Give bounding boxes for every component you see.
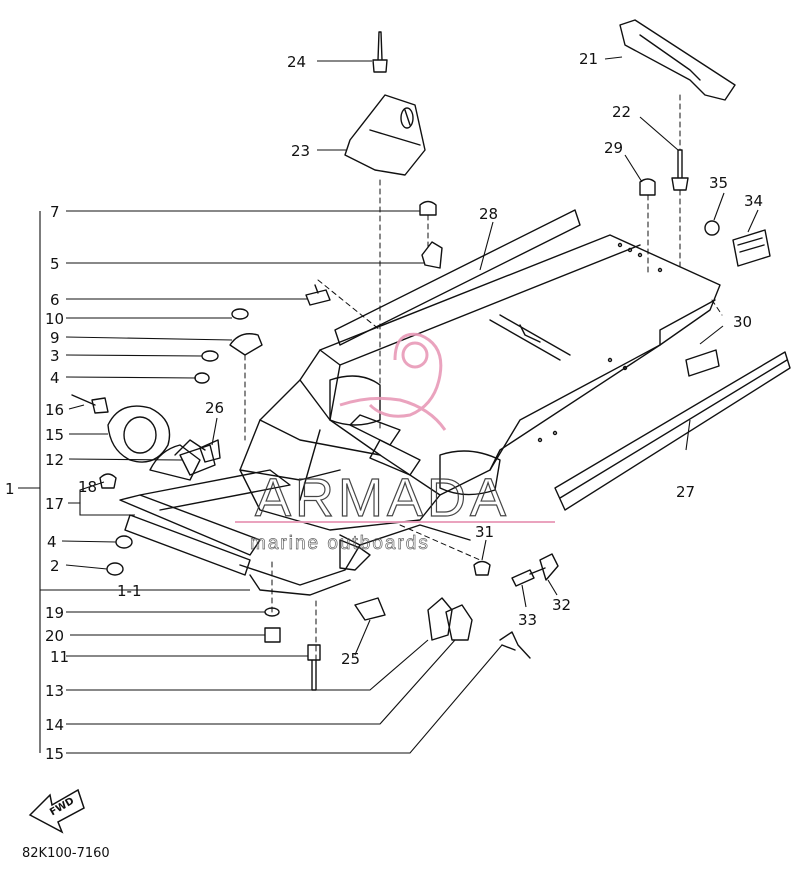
shaft-16-drawing (71, 394, 109, 414)
part-label-30: 30 (733, 313, 752, 331)
collar-4b-drawing (115, 535, 133, 549)
part-label-20: 20 (45, 627, 64, 645)
fwd-arrow-icon: FWD (28, 788, 85, 834)
mount-8-drawing (229, 333, 263, 356)
bolt-9-drawing (307, 644, 321, 691)
leader-lines (18, 56, 759, 754)
rivet-24-drawing (372, 31, 388, 73)
bracket-26-drawing (199, 439, 221, 463)
part-label-27: 27 (676, 483, 695, 501)
chassis-tunnel-drawing (239, 234, 721, 531)
part-label-35: 35 (709, 174, 728, 192)
reflector-34-drawing (732, 229, 771, 267)
bracket-5-drawing (421, 241, 443, 269)
bracket-21-drawing (619, 19, 736, 101)
front-frame-drawing (119, 439, 471, 596)
plate-14-drawing (445, 604, 473, 641)
part-label-10: 10 (45, 310, 64, 328)
part-label-4: 4 (50, 369, 60, 387)
watermark-brand: ARMADA (255, 468, 510, 528)
part-label-1: 1 (5, 480, 15, 498)
bracket-23-drawing (344, 94, 426, 176)
rail-27-drawing (554, 351, 791, 511)
part-label-2: 2 (50, 557, 60, 575)
part-label-17: 17 (45, 495, 64, 513)
part-label-13: 15 (45, 745, 64, 763)
part-label-21: 21 (579, 50, 598, 68)
bushing-2-drawing (106, 562, 124, 576)
clip-25-drawing (354, 597, 386, 621)
part-label-29: 29 (604, 139, 623, 157)
nut-35-drawing (704, 220, 720, 236)
bracket-11-drawing (427, 597, 453, 641)
part-label-6: 6 (50, 291, 60, 309)
part-label-23: 23 (291, 142, 310, 160)
part-label-7: 7 (50, 203, 60, 221)
bracket-23-hole (400, 107, 414, 129)
part-label-34: 34 (744, 192, 763, 210)
part-label-15: 15 (45, 426, 64, 444)
part-label-22: 22 (612, 103, 631, 121)
bolt-6-drawing (305, 284, 331, 306)
bolt-13-drawing (499, 631, 531, 659)
collar-4-drawing (194, 372, 210, 384)
part-label-14: 14 (45, 716, 64, 734)
rivet-22-drawing (671, 149, 689, 191)
clip-32-drawing (539, 553, 559, 581)
part-label-28: 28 (479, 205, 498, 223)
bolt-33-drawing (511, 567, 546, 587)
part-label-32: 32 (552, 596, 571, 614)
part-label-16: 16 (45, 401, 64, 419)
part-label-33: 33 (518, 611, 537, 629)
part-label-1-1: 1-1 (117, 582, 142, 600)
watermark-logo-shape (339, 332, 447, 431)
part-label-5: 5 (50, 255, 60, 273)
part-label-18: 18 (78, 478, 97, 496)
watermark-tagline: marine outboards (250, 533, 430, 554)
bushing-3-drawing (201, 350, 219, 362)
part-label-19: 19 (45, 604, 64, 622)
cap-18-drawing (99, 473, 117, 489)
nut-20-drawing (264, 627, 281, 643)
part-label-24: 24 (287, 53, 306, 71)
label-30-drawing (685, 349, 720, 377)
part-label-31: 31 (475, 523, 494, 541)
part-label-12: 12 (45, 451, 64, 469)
part-label-11: 13 (45, 682, 64, 700)
strip-28-drawing (334, 209, 581, 346)
part-label-4b: 4 (47, 533, 57, 551)
housing-15-bore (123, 416, 157, 454)
assembly-guides (244, 94, 723, 661)
plug-31-drawing (473, 560, 491, 576)
mount-7-drawing (419, 200, 437, 216)
housing-15-drawing (107, 405, 171, 463)
part-label-25: 25 (341, 650, 360, 668)
part-label-26: 26 (205, 399, 224, 417)
part-label-9: 11 (50, 648, 69, 666)
washer-10-drawing (231, 308, 249, 320)
part-label-8: 9 (50, 329, 60, 347)
plug-29-drawing (639, 178, 656, 196)
part-labels: 24 23 21 22 29 35 34 28 30 27 26 31 32 3… (5, 50, 763, 763)
drawing-code: 82K100-7160 (22, 846, 110, 861)
watermark: ARMADA marine outboards (235, 332, 555, 554)
part-label-3: 3 (50, 347, 60, 365)
